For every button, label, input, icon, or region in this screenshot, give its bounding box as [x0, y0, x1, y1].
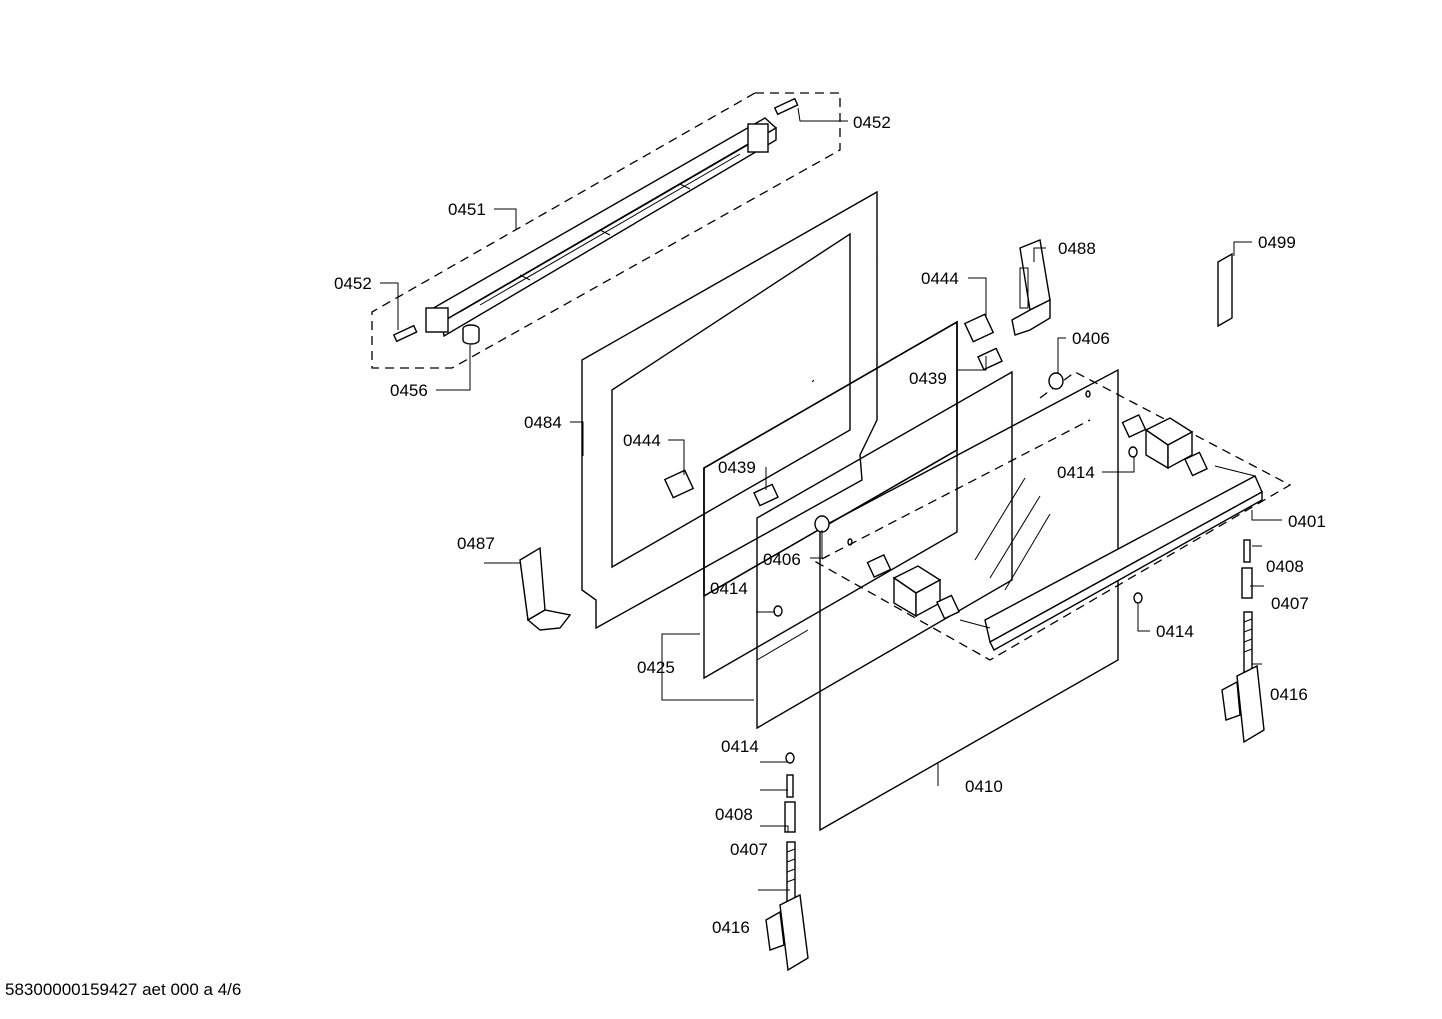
strip-0499 — [1217, 252, 1233, 328]
inner-glass-0425-a — [703, 320, 958, 680]
leader-lines — [380, 107, 1282, 891]
label-0439-left: 0439 — [718, 458, 756, 477]
label-0414-glass: 0414 — [710, 579, 748, 598]
clip-0439-left — [753, 483, 779, 507]
label-0451: 0451 — [448, 200, 486, 219]
label-0444-right: 0444 — [921, 269, 959, 288]
clip-0439-right — [977, 347, 1003, 371]
handle-group — [814, 371, 1292, 661]
label-0439-right: 0439 — [909, 369, 947, 388]
label-0414-right-top: 0414 — [1057, 463, 1095, 482]
label-0456: 0456 — [390, 381, 428, 400]
label-0488: 0488 — [1058, 239, 1096, 258]
inner-glass-0425-b — [756, 370, 1013, 730]
hinge-right — [1221, 539, 1265, 744]
label-0452-top: 0452 — [853, 113, 891, 132]
label-0406-left: 0406 — [763, 550, 801, 569]
end-cap-0488 — [1011, 239, 1051, 336]
label-0444-left: 0444 — [623, 431, 661, 450]
label-0452-left: 0452 — [334, 274, 372, 293]
label-0425: 0425 — [637, 658, 675, 677]
pin-0452-left — [392, 324, 418, 343]
label-0407-right: 0407 — [1271, 594, 1309, 613]
part-labels: 0452 0451 0452 0456 0484 0444 0439 0487 … — [334, 113, 1326, 937]
trim-strip-group — [371, 92, 841, 369]
clip-0444-left — [663, 469, 695, 499]
plug-0414-right-mid — [1133, 592, 1143, 604]
bushing-0406-left — [814, 515, 830, 533]
label-0414-right-mid: 0414 — [1156, 622, 1194, 641]
label-0414-bottom: 0414 — [721, 737, 759, 756]
label-0484: 0484 — [524, 413, 562, 432]
label-0406-right: 0406 — [1072, 329, 1110, 348]
label-0416-left: 0416 — [712, 918, 750, 937]
plug-0414-right-top — [1128, 446, 1138, 458]
label-0416-right: 0416 — [1270, 685, 1308, 704]
end-cap-0487 — [519, 546, 572, 631]
bushing-0406-right — [1048, 372, 1064, 390]
drawing-reference-footer: 58300000159427 aet 000 a 4/6 — [5, 980, 242, 999]
mount-block-right — [1121, 414, 1208, 477]
trim-strip-0451 — [425, 117, 778, 338]
label-0410: 0410 — [965, 777, 1003, 796]
handle-0401 — [959, 465, 1263, 651]
label-0407-left: 0407 — [730, 840, 768, 859]
label-0408-right: 0408 — [1266, 557, 1304, 576]
label-0487: 0487 — [457, 534, 495, 553]
clip-0444-right — [963, 313, 995, 343]
mount-block-left — [866, 554, 960, 620]
label-0408-left: 0408 — [715, 805, 753, 824]
door-glass-0410 — [819, 368, 1119, 832]
door-frame-0484 — [581, 190, 878, 630]
hinge-left — [765, 752, 809, 972]
cap-0456 — [462, 324, 480, 345]
pin-0452-top — [773, 97, 799, 116]
label-0499: 0499 — [1258, 233, 1296, 252]
label-0401: 0401 — [1288, 512, 1326, 531]
